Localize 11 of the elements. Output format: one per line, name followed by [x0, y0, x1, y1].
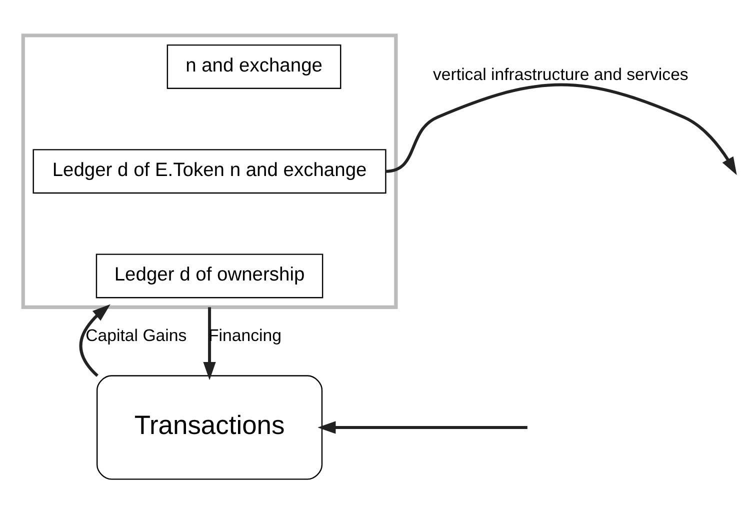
arrow [318, 421, 528, 434]
node-box: Transactions [96, 375, 323, 480]
arrow [386, 83, 737, 176]
arrow [79, 304, 110, 377]
cluster [21, 34, 398, 310]
node-box: Ledger d of E.Token n and exchange [32, 149, 386, 194]
node-box: n and exchange [166, 44, 342, 89]
edge-label: Capital Gains [86, 326, 187, 346]
edge-label: vertical infrastructure and services [433, 65, 688, 84]
arrow [203, 307, 216, 380]
node-box: Ledger d of ownership [96, 254, 324, 298]
